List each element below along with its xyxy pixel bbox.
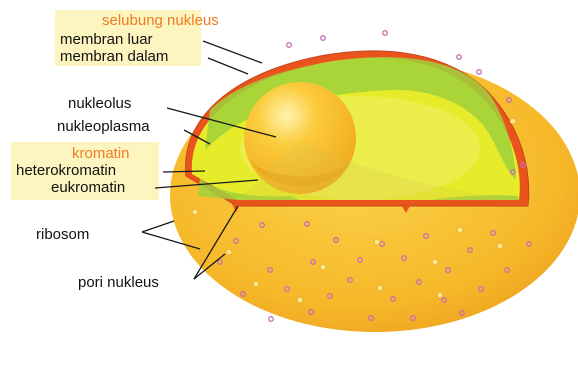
nucleus	[186, 51, 529, 213]
ribosome	[457, 55, 462, 60]
label-kromatin: kromatin	[72, 145, 130, 162]
granule	[374, 239, 380, 245]
granule	[510, 118, 516, 124]
leader-ribosom-a	[142, 221, 174, 232]
leader-membran-dalam	[208, 58, 248, 74]
label-nukleoplasma: nukleoplasma	[57, 118, 150, 135]
granule	[497, 243, 503, 249]
granule	[297, 297, 303, 303]
label-ribosom: ribosom	[36, 226, 89, 243]
granule	[377, 285, 383, 291]
granule	[226, 249, 232, 255]
label-nukleolus: nukleolus	[68, 95, 131, 112]
ribosome	[321, 36, 326, 41]
granule	[437, 292, 443, 298]
granule	[432, 259, 438, 265]
label-selubung-nukleus: selubung nukleus	[102, 12, 219, 29]
ribosome	[477, 70, 482, 75]
label-pori-nukleus: pori nukleus	[78, 274, 159, 291]
ribosome	[383, 31, 388, 36]
label-heterokromatin: heterokromatin	[16, 162, 116, 179]
granule	[253, 281, 259, 287]
ribosome	[269, 317, 274, 322]
label-membran-dalam: membran dalam	[60, 48, 168, 65]
label-membran-luar: membran luar	[60, 31, 153, 48]
granule	[320, 264, 326, 270]
granule	[192, 209, 198, 215]
label-eukromatin: eukromatin	[51, 179, 125, 196]
ribosome	[287, 43, 292, 48]
granule	[457, 227, 463, 233]
